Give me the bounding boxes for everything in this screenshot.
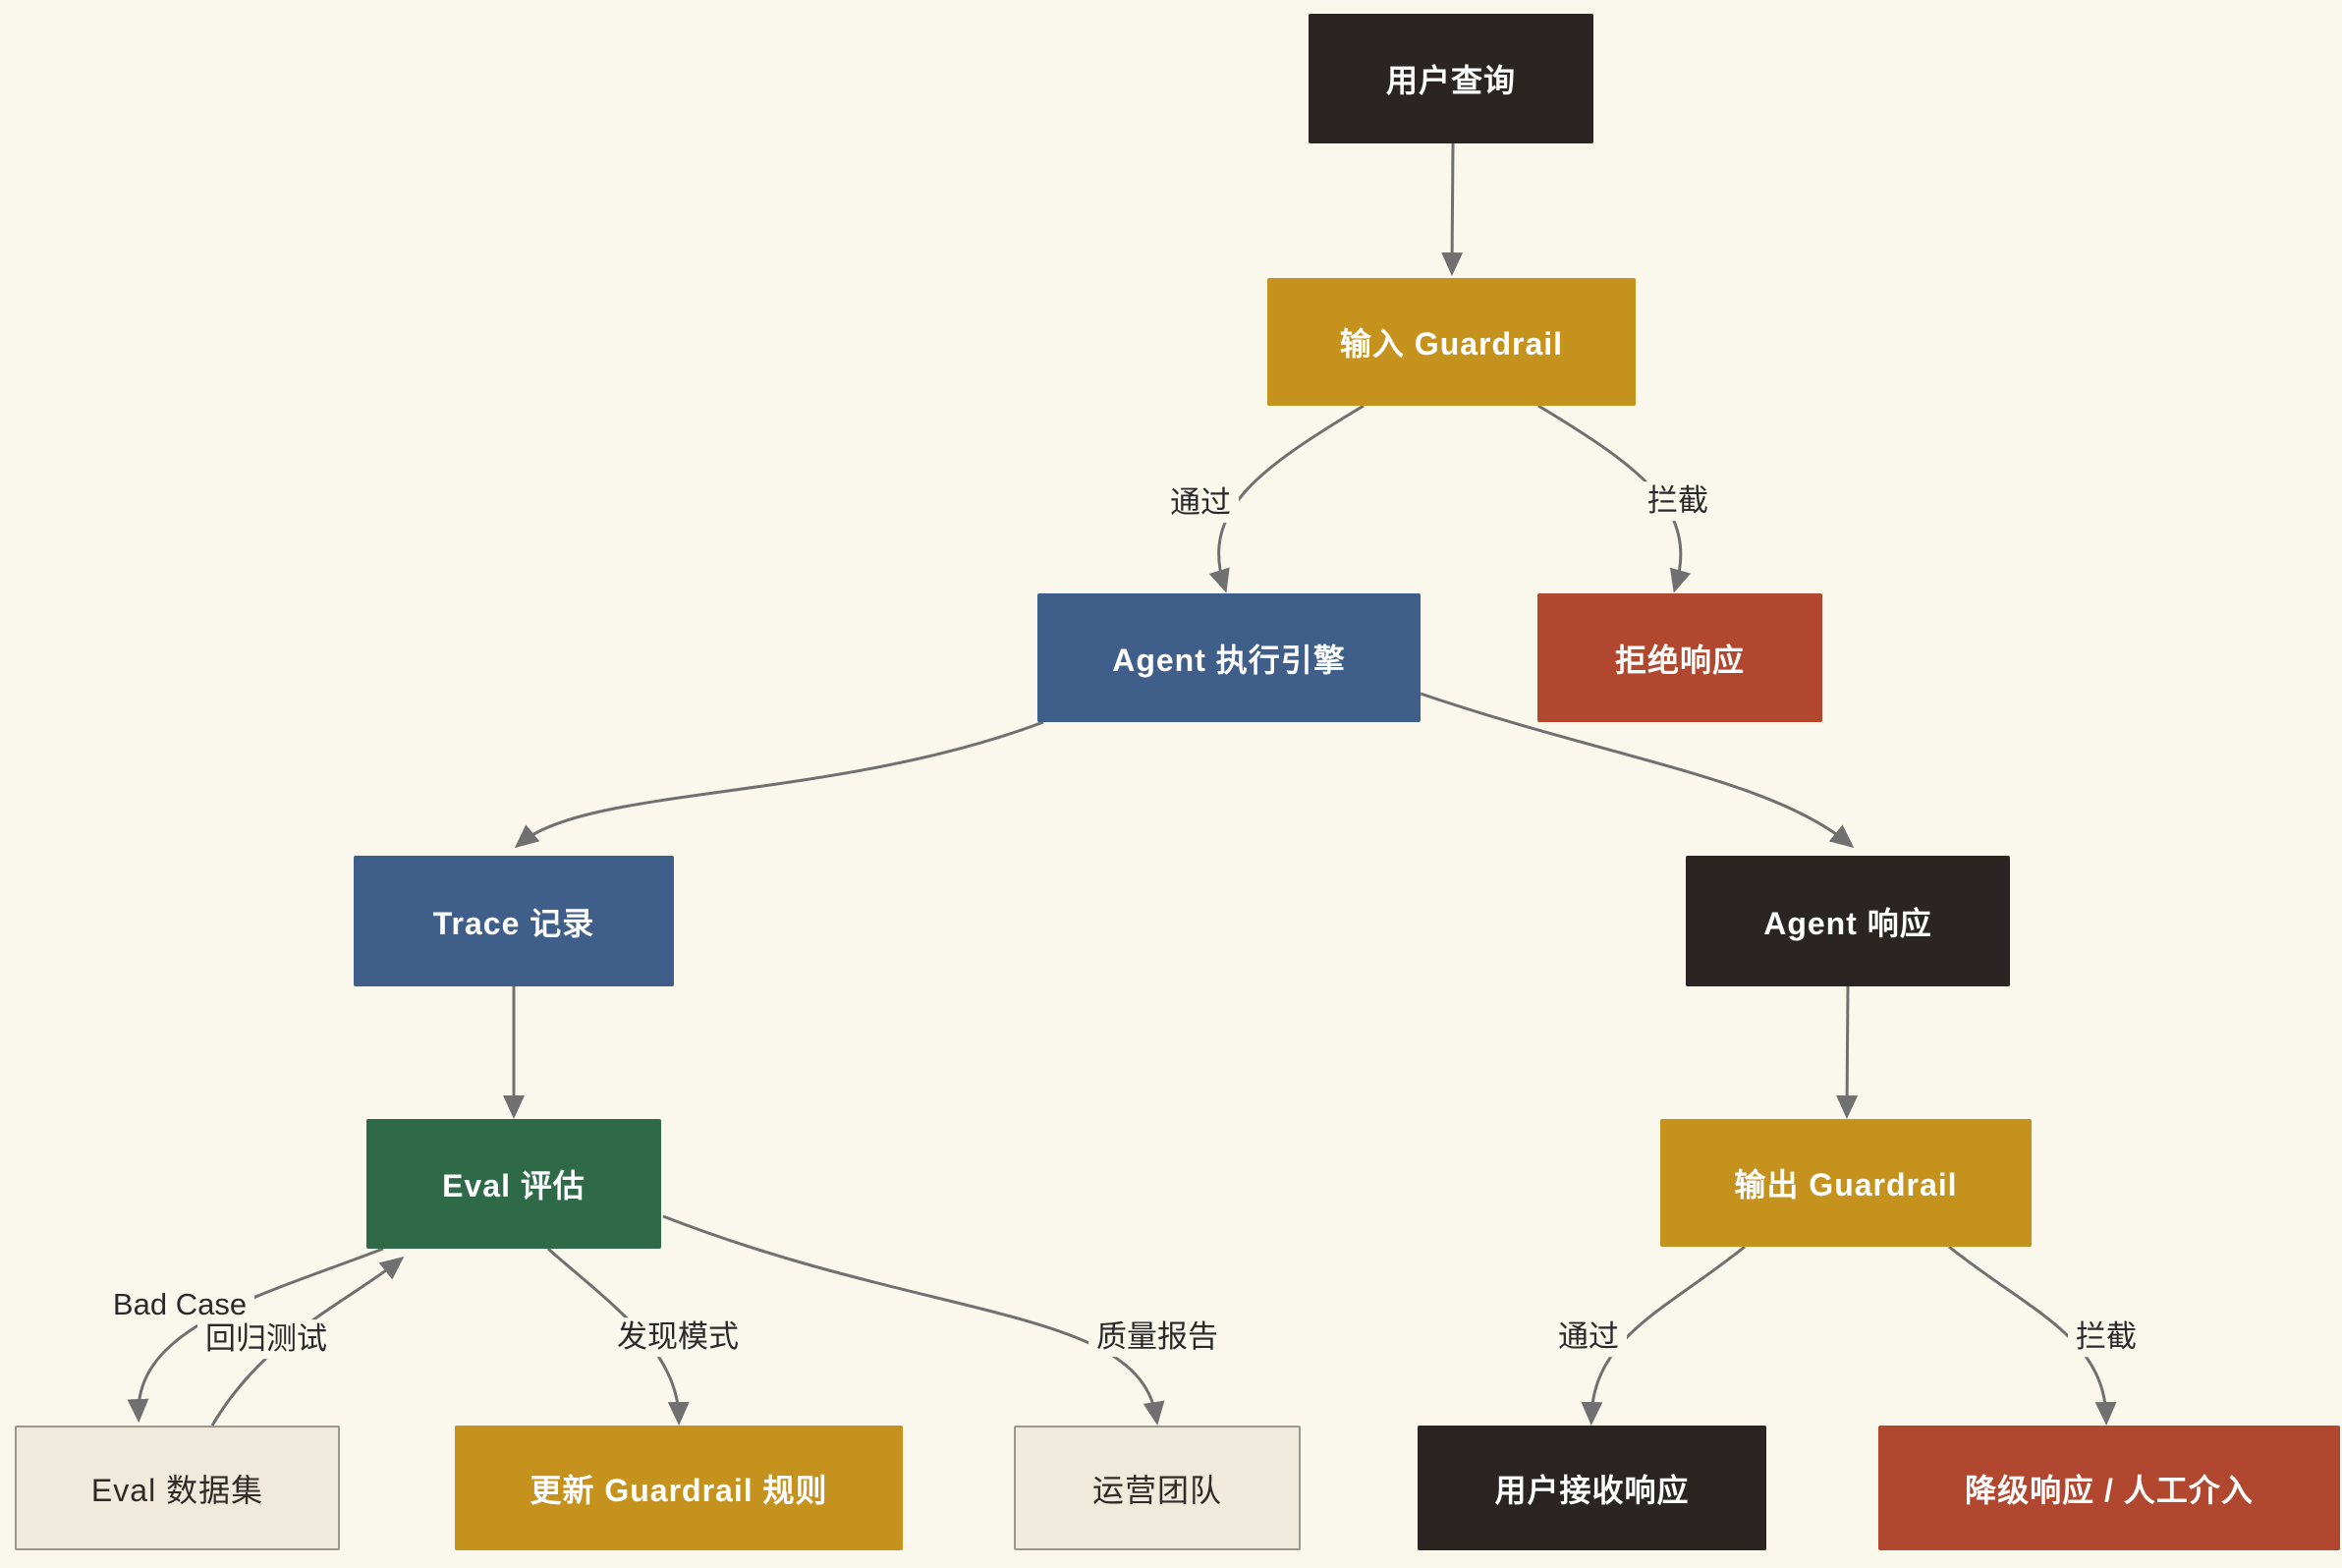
node-input-guardrail: 输入 Guardrail: [1267, 278, 1636, 406]
node-agent-response: Agent 响应: [1686, 856, 2010, 986]
node-user-query: 用户查询: [1309, 14, 1593, 143]
edge-label-pass-bottom: 通过: [1550, 1317, 1627, 1357]
node-eval: Eval 评估: [366, 1119, 661, 1249]
node-update-guardrail-rules: 更新 Guardrail 规则: [455, 1426, 903, 1550]
node-agent-engine: Agent 执行引擎: [1037, 593, 1421, 722]
node-user-receives-response: 用户接收响应: [1418, 1426, 1766, 1550]
edge-label-quality-report: 质量报告: [1088, 1317, 1226, 1357]
edge-label-pass-top: 通过: [1162, 483, 1239, 523]
node-ops-team: 运营团队: [1014, 1426, 1301, 1550]
edge-output-guardrail-user-receives-response: [1581, 1245, 1746, 1426]
node-eval-dataset: Eval 数据集: [15, 1426, 340, 1550]
edge-agent-engine-agent-response: [1420, 692, 1855, 849]
edge-eval-ops-team: [662, 1214, 1165, 1426]
edge-label-bad-case: Bad Case: [104, 1285, 255, 1324]
edge-input-guardrail-agent-engine: [1208, 404, 1365, 593]
edge-user-query-input-guardrail: [1441, 142, 1464, 276]
edge-agent-response-output-guardrail: [1836, 985, 1859, 1119]
node-output-guardrail: 输出 Guardrail: [1660, 1119, 2032, 1247]
node-reject-response: 拒绝响应: [1537, 593, 1822, 722]
edge-agent-engine-trace-log: [514, 720, 1044, 849]
edge-label-block-bottom: 拦截: [2068, 1317, 2145, 1357]
edge-output-guardrail-degraded-response: [1948, 1245, 2117, 1426]
node-trace-log: Trace 记录: [354, 856, 674, 986]
edge-label-discover-patterns: 发现模式: [609, 1317, 747, 1357]
edge-label-block-top: 拦截: [1640, 481, 1716, 521]
edge-label-regression-test: 回归测试: [197, 1319, 335, 1359]
node-degraded-response: 降级响应 / 人工介入: [1878, 1426, 2340, 1550]
